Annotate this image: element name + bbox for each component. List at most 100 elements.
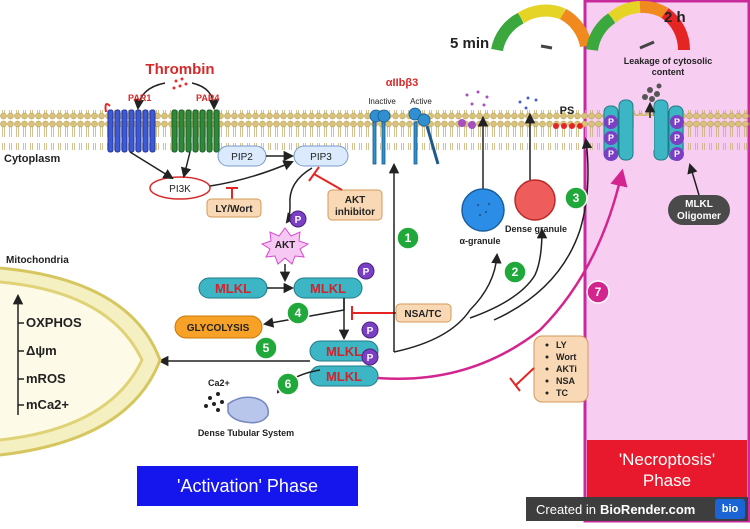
ca-ions-icon	[204, 392, 224, 412]
dense-granule-release-icon	[518, 96, 538, 110]
integrin-label: αIIbβ3	[386, 77, 418, 89]
akt-inhibitor-box	[327, 189, 383, 221]
two-h-label: 2 h	[664, 9, 686, 26]
leakage-label-1: Leakage of cytosolic	[624, 56, 713, 66]
mlkl-to-alpha-granule-arrow	[393, 252, 502, 353]
gauge-2h-icon	[586, 0, 691, 52]
ly-wort-box	[206, 198, 262, 218]
inhibitor-tc: TC	[556, 388, 568, 398]
biorender-credit[interactable]: Created in BioRender.com	[526, 497, 748, 521]
oligomer-to-pore-arrow	[687, 162, 700, 196]
step-3-label: 3	[573, 191, 580, 205]
dense-granule-label: Dense granule	[505, 224, 567, 234]
akt-label: AKT	[275, 240, 296, 251]
pore-p-1: P	[608, 117, 614, 127]
necroptosis-region	[583, 0, 750, 523]
pip3-to-akt-arrow	[285, 167, 313, 224]
inactive-label: Inactive	[368, 97, 396, 106]
ps-icon	[553, 123, 583, 129]
mlkl-oligomer-label-1: MLKL	[685, 199, 713, 210]
ca-label: Ca2+	[208, 378, 230, 388]
credit-brand: BioRender.com	[599, 501, 696, 517]
biorender-badge-icon[interactable]: bio	[715, 499, 745, 519]
mitochondria-icon	[0, 266, 162, 457]
thrombin-label: Thrombin	[145, 61, 214, 78]
mlkl-to-dense-granule-arrow	[469, 227, 548, 319]
pi3k-label: PI3K	[169, 184, 191, 195]
active-label: Active	[410, 97, 432, 106]
mlkl-oligomer-box	[668, 195, 730, 225]
akt-inhibitor-label-1: AKT	[345, 195, 366, 206]
inhibitor-wort: Wort	[556, 352, 576, 362]
cytoplasm-label: Cytoplasm	[4, 153, 60, 165]
necroptosis-phase-line-1: 'Necroptosis'	[618, 450, 716, 469]
cytosolic-content-icon	[642, 83, 662, 102]
mlkl-4-phospho-label: P	[367, 353, 374, 364]
thrombin-icon	[172, 77, 188, 90]
mlkl-3-phospho-icon	[361, 321, 379, 339]
pip3-label: PIP3	[310, 152, 332, 163]
par4-to-pi3k-arrow	[180, 151, 192, 179]
step-markers	[254, 186, 610, 396]
pore-p-3: P	[608, 149, 614, 159]
alpha-granule-label: α-granule	[459, 236, 500, 246]
mlkl-4-phospho-icon	[361, 348, 379, 366]
glycolysis-label: GLYCOLYSIS	[187, 323, 250, 334]
dts-label: Dense Tubular System	[198, 428, 294, 438]
step-4-label: 4	[295, 306, 302, 320]
leakage-label-2: content	[652, 67, 685, 77]
ly-wort-label: LY/Wort	[215, 204, 253, 215]
par1-to-pi3k-arrow	[129, 151, 174, 180]
inhibitor-list-bullets	[545, 343, 549, 395]
necroptosis-phase-line-2: Phase	[642, 471, 692, 490]
inhibitor-nsa: NSA	[556, 376, 576, 386]
mlkl-box-2	[293, 277, 363, 299]
mitochondria-title: Mitochondria	[6, 255, 69, 266]
mlkl-2-phospho-label: P	[363, 267, 370, 278]
pi3k-oval	[149, 176, 211, 200]
mito-oxphos: OXPHOS	[26, 315, 82, 330]
step-7-label: 7	[595, 285, 602, 299]
mlkl-3-phospho-label: P	[367, 326, 374, 337]
mlkl-label-1: MLKL	[215, 281, 251, 296]
pore-p-2: P	[608, 133, 614, 143]
integrin-inactive-icon	[369, 109, 391, 165]
step-6-label: 6	[285, 377, 292, 391]
nsa-tc-label: NSA/TC	[404, 309, 441, 320]
akt-phospho-label: P	[295, 215, 302, 226]
activation-phase-label: 'Activation' Phase	[137, 466, 358, 506]
akt-inhibitor-bar	[313, 173, 343, 191]
akt-inhibitor-label-2: inhibitor	[335, 207, 375, 218]
inhibitor-list-bar	[515, 367, 535, 386]
mlkl-label-4: MLKL	[326, 369, 362, 384]
step-1-label: 1	[405, 231, 412, 245]
mlkl-to-ps-arrow	[493, 137, 593, 321]
credit-prefix: Created in	[536, 501, 596, 517]
glycolysis-box	[174, 315, 263, 339]
pore-phospho-icons	[604, 115, 684, 161]
step-2-label: 2	[512, 265, 519, 279]
five-min-label: 5 min	[450, 35, 489, 52]
pip2-label: PIP2	[231, 152, 253, 163]
par1-loop	[104, 103, 111, 113]
akt-star-icon	[260, 227, 310, 265]
dense-tubular-system-icon	[227, 396, 269, 424]
pore-p-4: P	[674, 117, 680, 127]
mito-delta-psi: Δψm	[26, 343, 57, 358]
thrombin-to-par1-arrow	[133, 82, 166, 111]
pore-p-5: P	[674, 133, 680, 143]
ps-label: PS	[560, 105, 575, 117]
mlkl-label-2: MLKL	[310, 281, 346, 296]
mlkl-label-3: MLKL	[326, 344, 362, 359]
integrin-active-icon	[408, 107, 440, 165]
necroptosis-phase-box: 'Necroptosis' Phase	[587, 440, 747, 500]
alpha-granule-release-icon	[458, 90, 489, 129]
mlkl-box-3	[309, 340, 379, 362]
par4-receptor-icon	[171, 109, 220, 153]
pi3k-to-pip3-arrow	[209, 160, 294, 187]
mlkl-to-necroptosis-arrow	[377, 168, 628, 380]
mlkl-box-4	[309, 365, 379, 387]
gauge-5min-icon	[491, 4, 592, 52]
